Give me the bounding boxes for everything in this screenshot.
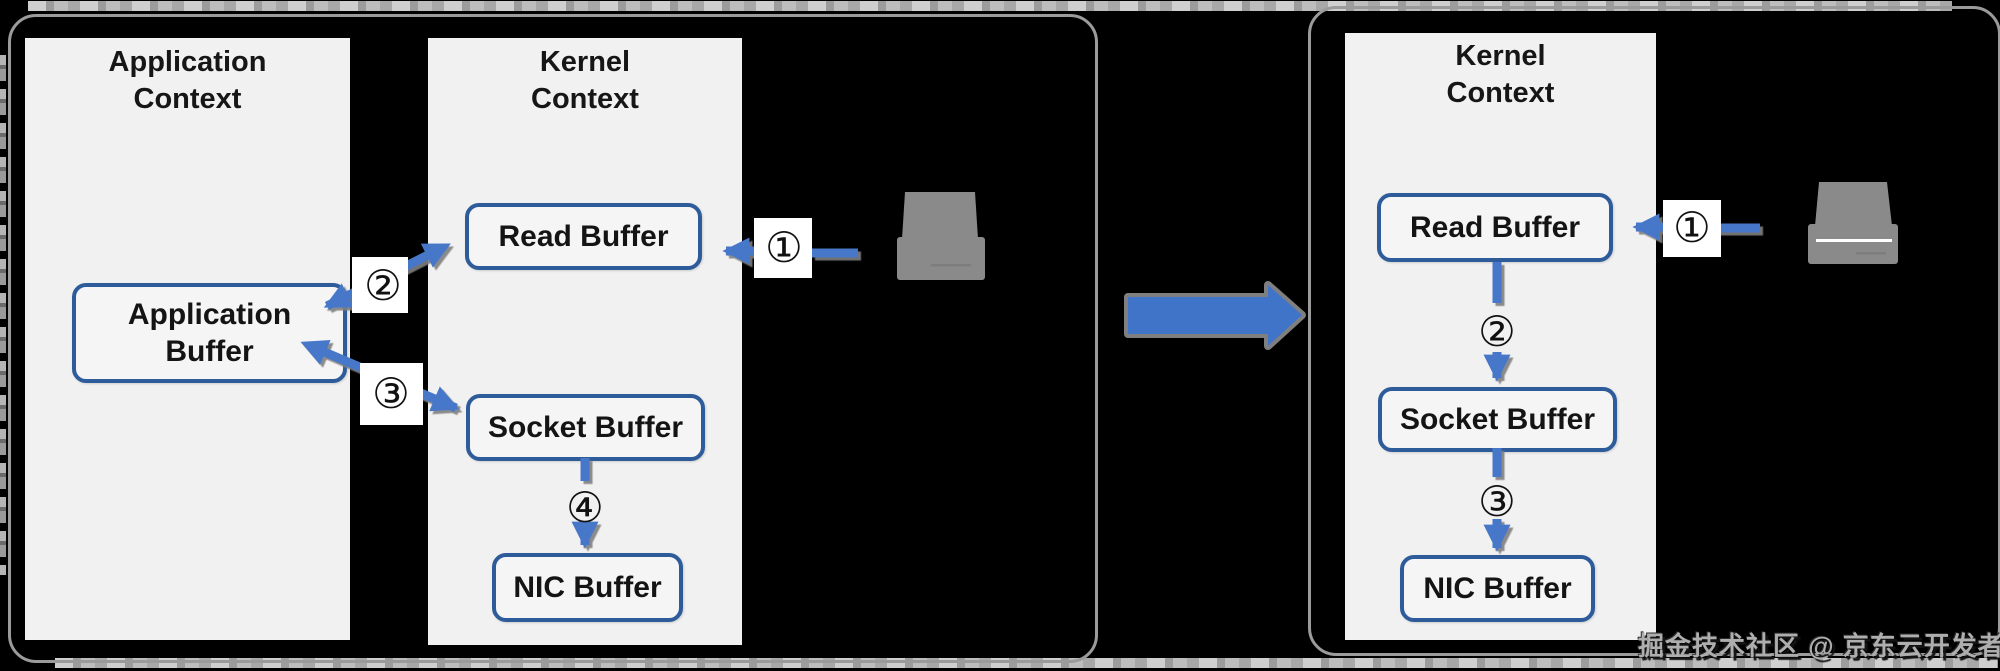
socket-buffer-box-left: Socket Buffer [466, 394, 705, 461]
title-line: Application [108, 46, 267, 78]
title-line: Context [133, 83, 242, 115]
disk-icon [1808, 182, 1898, 269]
step3-label-left: ③ [372, 369, 410, 418]
bottom-edge-strip [55, 658, 1998, 668]
title-line: Context [1446, 77, 1555, 109]
buffer-label: NIC Buffer [513, 571, 662, 604]
socket-buffer-box-right: Socket Buffer [1378, 387, 1617, 452]
step3-label-right: ③ [1478, 477, 1516, 526]
kernel-context-title-right: Kernel Context [1345, 38, 1656, 112]
step2-label-left: ② [364, 261, 402, 310]
step1-label-bg-left [754, 218, 812, 278]
step2-label-right: ② [1478, 307, 1516, 356]
application-buffer-box: Application Buffer [72, 283, 347, 383]
left-edge-strip [0, 55, 6, 575]
title-line: Kernel [539, 46, 631, 78]
application-context-title: Application Context [25, 44, 350, 118]
buffer-label: Socket Buffer [487, 411, 684, 444]
disk-icon [897, 192, 987, 286]
nic-buffer-box-left: NIC Buffer [492, 553, 683, 622]
zero-copy-container [1308, 6, 2000, 656]
kernel-context-title-left: Kernel Context [428, 44, 742, 118]
buffer-label: NIC Buffer [1423, 572, 1572, 605]
buffer-label: Application Buffer [127, 298, 292, 368]
title-line: Context [531, 83, 639, 115]
watermark: 掘金技术社区 @ 京东云开发者 [1638, 631, 2000, 661]
big-transition-arrow [1124, 281, 1306, 350]
step4-label-left: ④ [566, 483, 604, 532]
traditional-io-container [8, 14, 1098, 663]
buffer-label: Socket Buffer [1399, 403, 1596, 436]
step1-label-left: ① [765, 223, 803, 272]
step1-label-bg-right [1663, 200, 1721, 257]
title-line: Kernel [1455, 40, 1546, 72]
nic-buffer-box-right: NIC Buffer [1400, 555, 1595, 622]
read-buffer-box-left: Read Buffer [465, 203, 702, 270]
top-edge-strip [28, 1, 1952, 11]
step1-label-right: ① [1673, 203, 1711, 252]
read-buffer-box-right: Read Buffer [1377, 193, 1613, 262]
buffer-label: Read Buffer [1409, 211, 1581, 244]
buffer-label: Read Buffer [498, 220, 669, 253]
